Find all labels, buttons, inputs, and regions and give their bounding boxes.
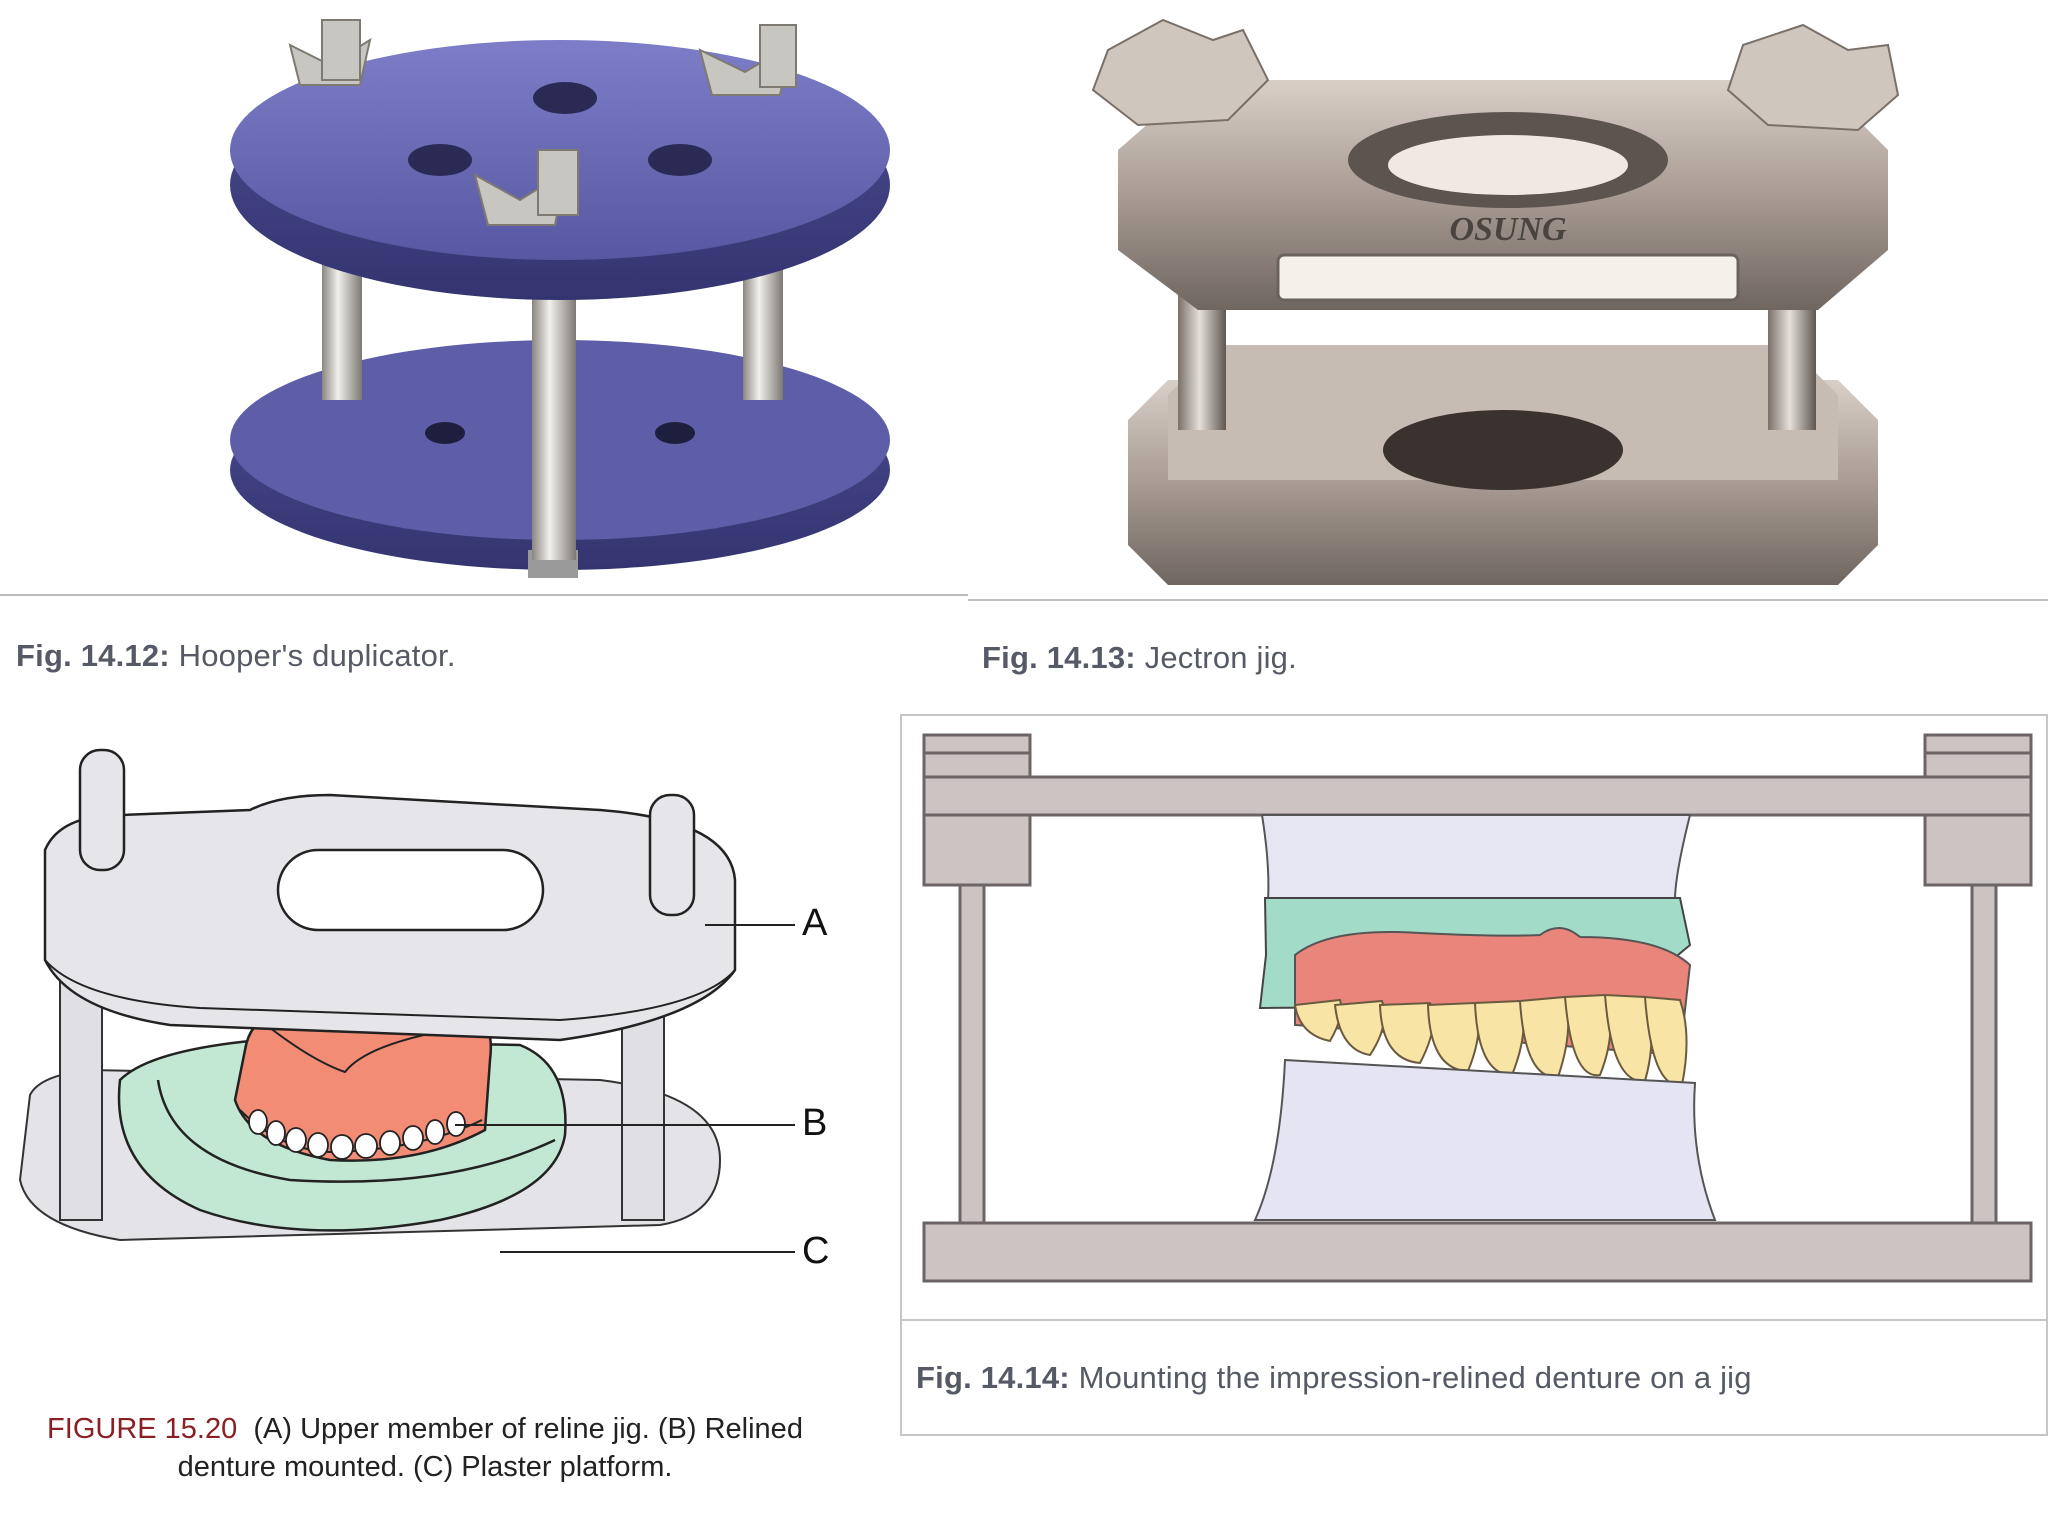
osung-brand-mark: OSUNG [1449,211,1567,248]
figure-14-13-panel: OSUNG Fig. 14.13: Jectron jig. [968,0,2048,720]
label-a: A [802,902,828,944]
hoopers-duplicator-photo [0,0,968,720]
figure-15-20-caption-line1: FIGURE 15.20 (A) Upper member of reline … [10,1410,840,1448]
jectron-jig-photo: OSUNG [968,0,2048,720]
mounted-denture-diagram [900,705,2048,1450]
figure-14-14-panel: Fig. 14.14: Mounting the impression-reli… [900,705,2048,1450]
figure-14-14-caption: Fig. 14.14: Mounting the impression-reli… [916,1360,1752,1396]
figure-14-13-caption: Fig. 14.13: Jectron jig. [982,640,1297,676]
figure-14-12-panel: Fig. 14.12: Hooper's duplicator. [0,0,968,720]
figure-15-20-caption-text-1: (A) Upper member of reline jig. (B) Reli… [253,1413,803,1445]
figure-14-13-number: Fig. 14.13: [982,640,1136,675]
figure-15-20-panel: A B C FIGURE 15.20 (A) Upper member of r… [0,720,900,1536]
figure-14-14-number: Fig. 14.14: [916,1360,1070,1395]
label-c: C [802,1230,830,1272]
figure-14-14-caption-text: Mounting the impression-relined denture … [1078,1360,1752,1395]
label-b: B [802,1102,828,1144]
figure-14-12-number: Fig. 14.12: [16,638,170,673]
figure-15-20-number: FIGURE 15.20 [47,1413,238,1445]
figure-14-12-caption-text: Hooper's duplicator. [178,638,456,673]
figure-15-20-caption-line2: denture mounted. (C) Plaster platform. [177,1451,673,1483]
figure-15-20-caption: FIGURE 15.20 (A) Upper member of reline … [10,1410,840,1486]
figure-14-13-caption-text: Jectron jig. [1144,640,1297,675]
figure-14-12-caption: Fig. 14.12: Hooper's duplicator. [16,638,456,674]
reline-jig-diagram [0,720,900,1536]
